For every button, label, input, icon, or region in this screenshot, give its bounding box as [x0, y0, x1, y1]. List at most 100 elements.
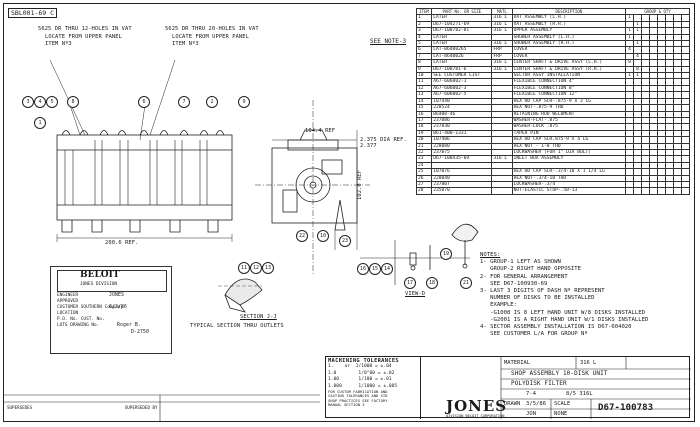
notes-lines: 1- GROUP-1 LEFT AS SHOWN GROUP-2 RIGHT H…	[480, 259, 648, 338]
bom-qty	[681, 155, 690, 163]
balloon: 12	[250, 262, 262, 274]
bom-desc: HEX NUT - 1-8 THD	[511, 142, 627, 150]
balloon: 1	[34, 117, 46, 129]
see-note-label: SEE NOTE-3	[370, 38, 407, 45]
bom-header-matl: MATL	[491, 7, 513, 16]
size-value: 7-4	[526, 391, 537, 397]
bom-desc: RETAINING ROD WELDMENT	[511, 110, 627, 118]
bom-matl: 316 L	[491, 59, 513, 67]
bom-desc	[511, 161, 627, 170]
bom-item: 25	[415, 168, 433, 176]
note-line: NUMBER OF DISKS TO BE INSTALLED	[480, 295, 595, 302]
section-jj-label: SECTION J-J	[240, 314, 277, 320]
stamp-line: LOCATION	[57, 311, 79, 316]
bom-item: 18	[415, 123, 433, 131]
machining-foot-line: SHOP PRACTICES SEE FACTORY	[328, 397, 388, 403]
locate-note-left-1: LOCATE FROM UPPER PANEL	[45, 34, 122, 40]
bom-matl	[491, 136, 513, 144]
bom-qty	[681, 168, 690, 176]
material-label: MATERIAL	[504, 360, 530, 366]
balloon: 8	[67, 96, 79, 108]
bom-qty	[657, 187, 666, 195]
bom-matl: FRP	[491, 46, 513, 54]
bom-item: 7	[415, 52, 433, 61]
balloon: 23	[339, 235, 351, 247]
balloon: 18	[426, 277, 438, 289]
bom-desc: UPPER ASSEMBLY	[511, 27, 627, 35]
balloon: 22	[296, 230, 308, 242]
stamp-hand-1: JONES	[109, 293, 124, 298]
superseded-by-label: SUPERSEDED BY	[124, 405, 158, 410]
machining-tolerances: MACHINING TOLERANCES 1. or 1/1000 = ±.04…	[326, 357, 421, 419]
bom-header-group: GROUP & QTY	[625, 7, 690, 16]
drawn-value: JON	[526, 411, 537, 417]
bom-qty	[681, 161, 690, 170]
dim-200-6: 200.6 REF.	[105, 240, 139, 246]
balloon: 19	[440, 248, 452, 260]
locate-note-right-2: ITEM Nº3	[172, 41, 199, 47]
balloon: 6	[138, 96, 150, 108]
bom-item: 26	[415, 174, 433, 183]
bom-desc: CENTER SHAFT & DRIVE ASSY (R.H.)	[511, 65, 627, 74]
stamp-line: CUSTOMER SOUTHERN Company	[57, 305, 124, 310]
company-logo: JONES	[446, 397, 508, 415]
balloon: 13	[262, 262, 274, 274]
material-value: 316 L	[580, 360, 597, 366]
bom-item: 20	[415, 136, 433, 144]
bom-item: 6	[415, 46, 433, 54]
bom-matl	[491, 142, 513, 150]
note-line: GROUP-2 RIGHT HAND OPPOSITE	[480, 266, 582, 273]
scale-value: NONE	[554, 411, 568, 417]
machining-row: 1.000 1/1000 = ±.005	[328, 383, 398, 389]
bom-qty	[681, 148, 690, 157]
section-caption: TYPICAL SECTION THRU OUTLETS	[190, 323, 284, 329]
balloon: 10	[317, 230, 329, 242]
machining-foot-line: CASTING TOLERANCES AND STD	[328, 393, 388, 399]
note-line: 4- SECTOR ASSEMBLY INSTALLATION IS D67-6…	[480, 324, 632, 331]
stamp-hand-3: Roger B.	[117, 323, 141, 328]
bill-of-materials: ITEM PART No. OR SIZE MATL DESCRIPTION G…	[415, 7, 690, 195]
bom-item: 23	[415, 155, 433, 163]
bom-qty	[681, 39, 690, 48]
stamp-hand-4: D-2750	[131, 330, 149, 335]
stamp-line: ENGINEER	[57, 293, 79, 298]
balloon: 5	[46, 96, 58, 108]
bom-item: 24	[415, 161, 433, 170]
stamp-line: LOTS DRAWING No.	[57, 323, 100, 328]
weight-value: 8/5 316L	[566, 391, 593, 397]
bom-desc: FLEXIBLE CONNECTION 12"	[511, 91, 627, 99]
title-block: MACHINING TOLERANCES 1. or 1/1000 = ±.04…	[325, 356, 691, 419]
note-line: 3- LAST 3 DIGITS OF DASH Nº REPRESENT	[480, 288, 605, 295]
drawing-sheet	[3, 3, 695, 422]
bom-header-item: ITEM	[415, 7, 433, 16]
bom-part: 235070	[431, 187, 493, 195]
machining-row: 1.0 1/0"00 = ±.02	[328, 370, 395, 376]
balloon: 15	[369, 263, 381, 275]
bom-matl	[491, 168, 513, 176]
balloon: 4	[34, 96, 46, 108]
stamp-line: APPROVED	[57, 299, 79, 304]
bom-desc: COVER	[511, 46, 627, 54]
bom-desc: WASHER-LOCK .875	[511, 123, 627, 131]
stamp-header: BELOIT JONES DIVISION	[57, 270, 167, 292]
note-line: SEE D67-100930-69	[480, 280, 548, 287]
balloon: 21	[460, 277, 472, 289]
bom-matl	[491, 174, 513, 183]
bom-matl	[491, 33, 513, 42]
bom-item: 21	[415, 142, 433, 150]
dim-2377: 2.377	[360, 143, 377, 149]
title-block-grid	[500, 357, 691, 419]
bom-qty	[641, 187, 650, 195]
bom-desc: SHOWER ASSEMBLY (R.H.)	[511, 39, 627, 48]
